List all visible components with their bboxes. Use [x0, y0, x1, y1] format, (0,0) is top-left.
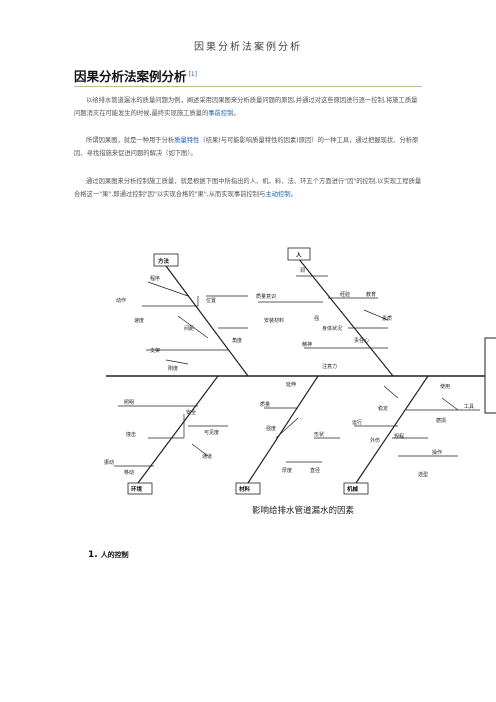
- label-spec: 规程: [394, 433, 404, 440]
- effect-box: [484, 337, 496, 414]
- label-tool: 工具: [464, 404, 474, 410]
- label-action: 动作: [116, 297, 126, 304]
- label-strength-m: 强: [314, 316, 319, 322]
- category-material: 材料: [239, 485, 251, 493]
- fishbone-diagram: 方法 人 环境 材料 机械 程序 动作 速度 位置 间距 角度 支架 刚度 洞 …: [104, 247, 496, 495]
- diagram-caption: 影响给排水管道漏水的因素: [252, 506, 355, 516]
- title-divider: [74, 86, 422, 87]
- label-position: 位置: [206, 297, 216, 304]
- label-operation: 操作: [432, 449, 442, 456]
- label-experience: 经验: [340, 291, 350, 298]
- label-thickness: 厚度: [282, 467, 292, 474]
- label-speed: 速度: [134, 317, 144, 324]
- label-channel: 通道: [202, 453, 212, 460]
- label-elasticity: 延伸: [286, 381, 296, 388]
- label-use: 使用: [440, 383, 450, 390]
- box-man: [287, 247, 311, 261]
- category-man: 人: [296, 251, 302, 259]
- label-quality: 质量: [260, 401, 270, 408]
- label-straight: 直径: [310, 467, 320, 474]
- box-machine: [343, 482, 369, 495]
- paragraph-2: 所谓因果图，就是一种用于分析质量特性（结果)与可能影响质量特性的因素(原因）的一…: [74, 134, 422, 160]
- label-run: 运行: [352, 419, 362, 426]
- paragraph-3-text: 通过因果图来分析控制施工质量，就是根据下图中所指出的人、机、料、法、环五个方面进…: [74, 178, 422, 199]
- paragraph-2-text-b: （结果)与可能影响质量特性的因素(原因）的一种工具，通过把握现状、分析原因、寻找…: [74, 137, 419, 158]
- label-angle: 角度: [232, 337, 242, 344]
- paragraph-2-text-a: 所谓因果图，就是一种用于分析: [86, 137, 175, 144]
- label-education: 教育: [366, 291, 376, 298]
- label-hole: 洞: [300, 267, 305, 274]
- label-quality-m: 素质: [382, 315, 392, 322]
- link-quality-characteristic[interactable]: 质量特性: [174, 137, 200, 144]
- label-spacing: 间距: [184, 325, 194, 332]
- label-wear: 磨损: [436, 417, 446, 424]
- label-lighting: 照明: [124, 400, 134, 406]
- label-process: 程序: [150, 275, 160, 282]
- box-material: [235, 482, 261, 495]
- article-title: 因果分析法案例分析[1]: [74, 66, 197, 85]
- label-rigidity: 刚度: [168, 365, 178, 372]
- label-install-material: 安装材料: [264, 317, 284, 324]
- paragraph-1: 以给排水管道漏水的质量问题为例，阐述采用因果图来分析质量问题的原因,并通过对这些…: [74, 94, 422, 120]
- label-select: 选型: [418, 471, 428, 478]
- label-strength: 强度: [266, 425, 276, 432]
- label-qm-system: 质量意识: [256, 293, 276, 300]
- box-env: [127, 482, 153, 495]
- label-stable: 稳定: [378, 405, 388, 412]
- bone-method: [165, 265, 249, 377]
- link-pre-control[interactable]: 事前控制: [208, 110, 234, 118]
- section-heading: 1.人的控制: [88, 550, 129, 560]
- category-env: 环境: [131, 485, 143, 493]
- box-method: [153, 253, 179, 267]
- paragraph-1-end: 。: [233, 110, 240, 118]
- running-header: 因果分析法案例分析: [194, 42, 302, 53]
- label-shape: 形状: [314, 431, 324, 438]
- label-movement: 移动: [124, 469, 134, 476]
- category-method: 方法: [158, 257, 170, 265]
- section-title: 人的控制: [100, 551, 129, 559]
- label-visibility: 可见度: [204, 429, 219, 436]
- bone-env: [137, 375, 219, 484]
- article-title-text: 因果分析法案例分析: [74, 69, 187, 84]
- bone-material: [247, 375, 319, 484]
- paragraph-1-text: 以给排水管道漏水的质量问题为例，阐述采用因果图来分析质量问题的原因,并通过对这些…: [74, 97, 418, 118]
- label-support: 支架: [150, 347, 160, 354]
- label-safety: 安全: [186, 409, 196, 416]
- label-external: 外伤: [370, 437, 380, 444]
- paragraph-3: 通过因果图来分析控制施工质量，就是根据下图中所指出的人、机、料、法、环五个方面进…: [74, 175, 422, 201]
- bone-machine: [355, 375, 429, 484]
- link-active-control[interactable]: 主动控制: [265, 191, 291, 199]
- paragraph-3-end: 。: [290, 191, 297, 199]
- reference-link[interactable]: [1]: [188, 70, 198, 78]
- label-body: 身体状况: [322, 325, 342, 332]
- label-responsibility: 责任心: [354, 337, 369, 344]
- label-spirit: 精神: [302, 341, 312, 348]
- label-vibration: 振动: [104, 459, 114, 466]
- bone-man: [297, 257, 394, 377]
- category-machine: 机械: [346, 485, 359, 493]
- label-attention: 注意力: [322, 363, 337, 370]
- section-number: 1.: [88, 550, 98, 560]
- label-collision: 撞击: [126, 431, 136, 438]
